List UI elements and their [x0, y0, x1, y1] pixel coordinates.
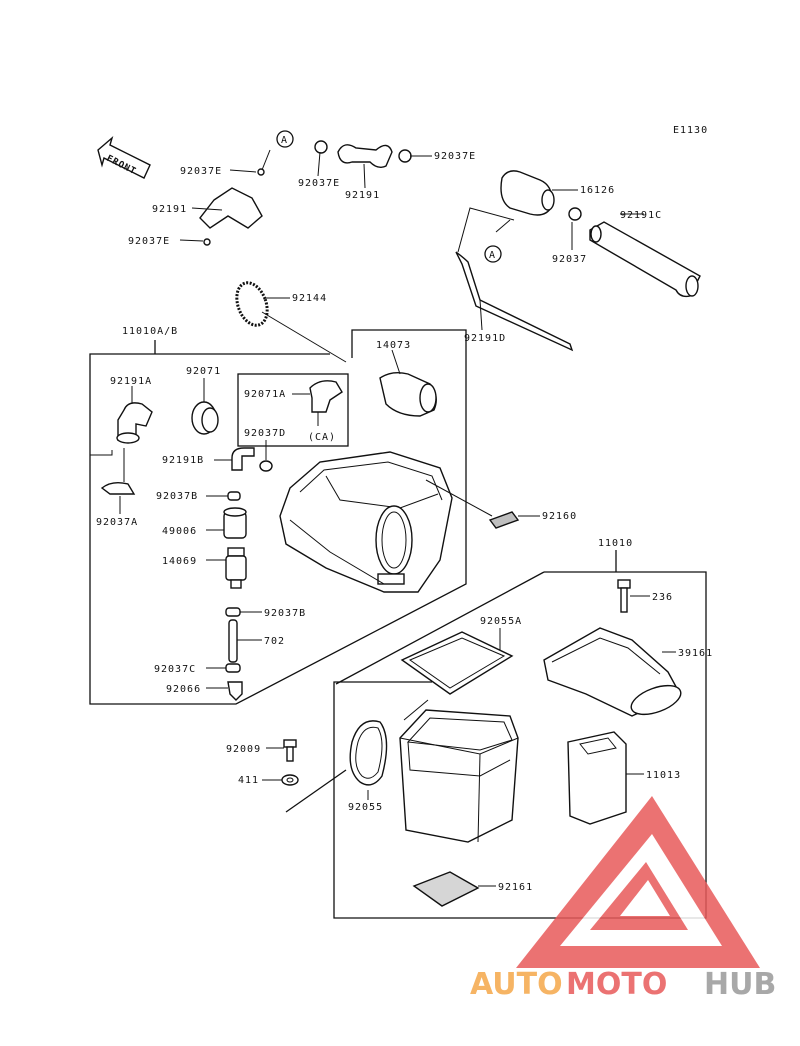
filter-14069	[206, 547, 247, 589]
automotohub-logo: AUTO MOTO HUB	[470, 796, 776, 1002]
hose-92191C	[589, 213, 701, 298]
logo-text-hub: HUB	[704, 967, 776, 1002]
clip-92037B-2	[225, 607, 262, 617]
gasket-92055A	[400, 628, 514, 695]
washer-411	[262, 774, 299, 786]
logo-text-auto: AUTO	[470, 967, 563, 1002]
label-92161: 92161	[498, 882, 533, 893]
clip-92037B-1	[206, 491, 241, 501]
label-92191-2: 92191	[345, 190, 380, 201]
label-236: 236	[652, 592, 673, 603]
grommet-92071	[191, 378, 219, 435]
filter-49006	[206, 507, 247, 539]
label-92191A: 92191A	[110, 376, 152, 387]
label-92037E-1: 92037E	[180, 166, 222, 177]
callout-a-2: A	[489, 250, 496, 261]
hose-92191B	[214, 447, 255, 471]
label-14069: 14069	[162, 556, 197, 567]
assembly-outline-11010	[285, 550, 707, 919]
label-92037E-3: 92037E	[434, 151, 476, 162]
label-92191D: 92191D	[464, 333, 506, 344]
airbox-cover	[279, 451, 493, 593]
clip-92037	[568, 207, 582, 250]
label-92037E-2: 92037E	[298, 178, 340, 189]
label-92037D: 92037D	[244, 428, 286, 439]
label-92037E-4: 92037E	[128, 236, 170, 247]
bolt-236	[617, 579, 650, 613]
elbow-92071A	[292, 380, 343, 426]
tube-702	[228, 619, 262, 663]
label-92191C: 92191C	[620, 210, 662, 221]
hose-92191-middle	[314, 140, 432, 189]
clip-92037D	[259, 440, 273, 472]
label-92066: 92066	[166, 684, 201, 695]
clamp-92037A	[100, 448, 136, 514]
ca-box	[237, 373, 349, 447]
label-ca: (CA)	[308, 432, 336, 443]
screw-92009	[266, 739, 297, 762]
valve-16126	[500, 170, 578, 216]
label-11013: 11013	[646, 770, 681, 781]
label-16126: 16126	[580, 185, 615, 196]
ring-92144	[235, 281, 347, 363]
pad-92161	[412, 871, 496, 907]
duct-39161	[543, 627, 682, 717]
label-14073: 14073	[376, 340, 411, 351]
oring-92055	[349, 720, 388, 800]
label-92071A: 92071A	[244, 389, 286, 400]
label-39161: 39161	[678, 648, 713, 659]
callout-a-1: A	[281, 135, 288, 146]
label-92037B-1: 92037B	[156, 491, 198, 502]
label-92037C: 92037C	[154, 664, 196, 675]
label-92071: 92071	[186, 366, 221, 377]
elbow-92191A	[90, 386, 153, 456]
label-92037: 92037	[552, 254, 587, 265]
hose-92191D	[455, 207, 574, 352]
label-92144: 92144	[292, 293, 327, 304]
label-702: 702	[264, 636, 285, 647]
boot-14073	[379, 349, 437, 417]
logo-triangle-core	[620, 880, 670, 916]
front-arrow-icon: FRONT	[97, 135, 151, 179]
logo-text-moto: MOTO	[566, 967, 667, 1002]
label-411: 411	[238, 775, 259, 786]
hose-92191-left	[179, 149, 271, 246]
label-92191B: 92191B	[162, 455, 204, 466]
callout-a-circle-2	[484, 245, 502, 263]
label-92037B-2: 92037B	[264, 608, 306, 619]
callout-a-circle-1	[276, 130, 294, 148]
label-92191-1: 92191	[152, 204, 187, 215]
label-11010AB: 11010A/B	[122, 326, 178, 337]
label-92037A: 92037A	[96, 517, 138, 528]
plug-92066	[206, 681, 243, 701]
diagram-code: E1130	[673, 125, 708, 136]
clip-92037C	[206, 663, 241, 673]
label-92160: 92160	[542, 511, 577, 522]
label-11010: 11010	[598, 538, 633, 549]
assembly-outline-11010AB	[89, 329, 467, 705]
label-92055A: 92055A	[480, 616, 522, 627]
label-92055: 92055	[348, 802, 383, 813]
airbox-case	[399, 699, 519, 843]
label-92009: 92009	[226, 744, 261, 755]
element-11013	[567, 731, 644, 825]
block-92160	[488, 511, 540, 529]
label-49006: 49006	[162, 526, 197, 537]
